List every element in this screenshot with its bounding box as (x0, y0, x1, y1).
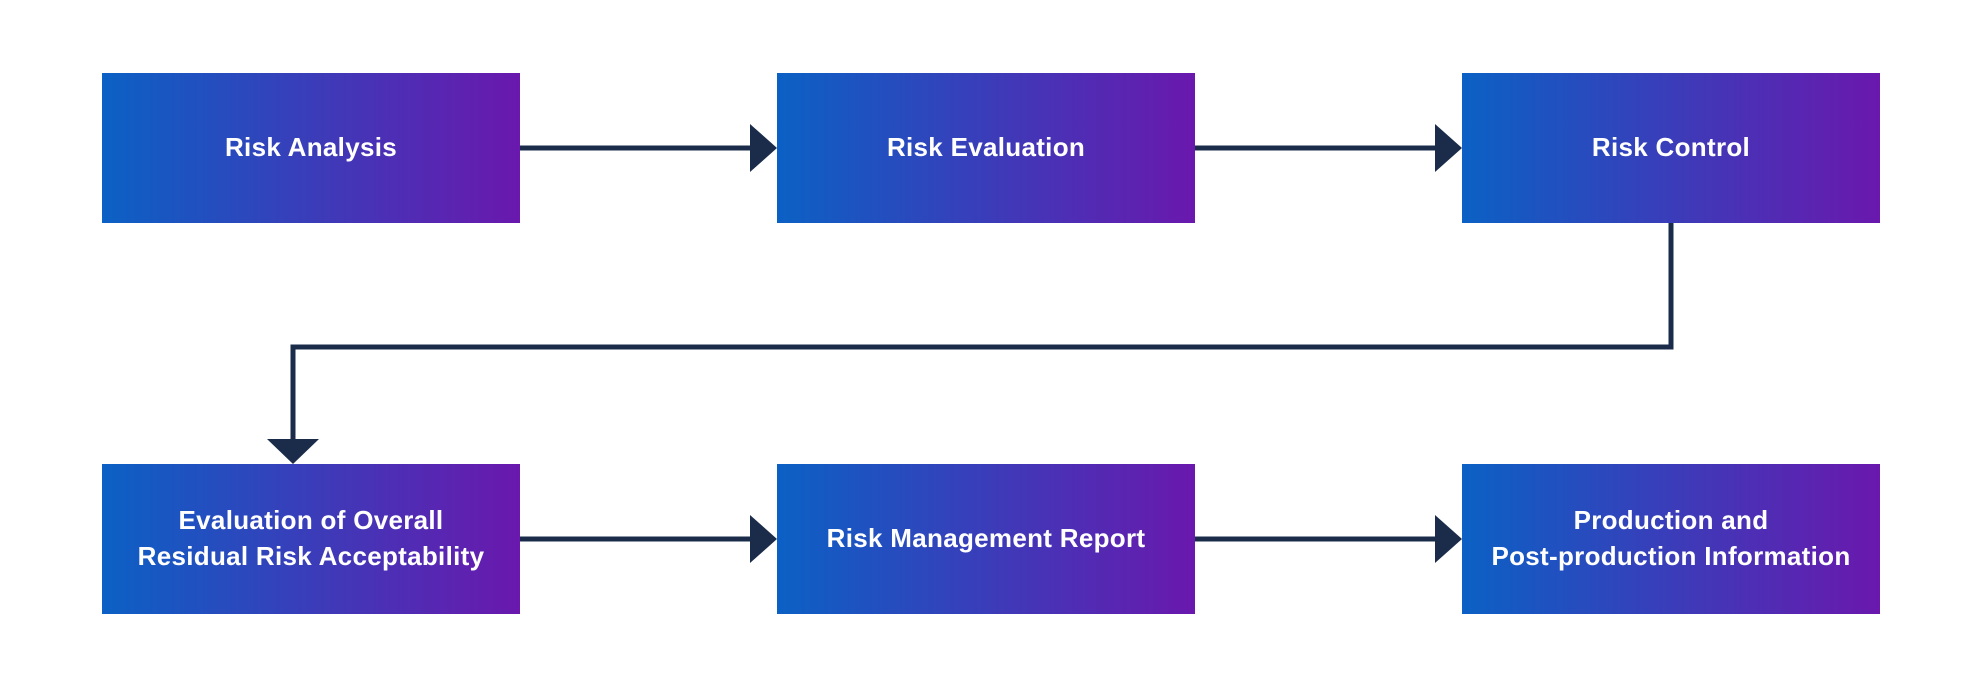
node-label-line2: Post-production Information (1491, 541, 1851, 571)
arrow-right-icon (750, 515, 777, 563)
node-label-line1: Production and (1573, 505, 1769, 536)
connector-risk-control-to-evaluation (267, 223, 1674, 464)
node-label-line2: Residual Risk Acceptability (137, 541, 485, 571)
arrow-down-icon (267, 439, 319, 464)
arrow-right-icon (1435, 515, 1462, 563)
connector-risk-management-report-to-production (1195, 515, 1462, 563)
node-label: Risk Control (1591, 132, 1751, 163)
connector-evaluation-to-risk-management-report (520, 515, 777, 563)
node-risk-evaluation: Risk Evaluation (777, 73, 1195, 223)
node-label: Risk Analysis (224, 132, 398, 163)
node-label: Risk Evaluation (886, 132, 1086, 163)
connector-risk-evaluation-to-risk-control (1195, 124, 1462, 172)
node-risk-control: Risk Control (1462, 73, 1880, 223)
connector-elbow-line (290, 223, 1674, 441)
node-production-and-post-production-information: Production and Post-production Informati… (1462, 464, 1880, 614)
node-risk-management-report: Risk Management Report (777, 464, 1195, 614)
arrow-right-icon (1435, 124, 1462, 172)
arrow-right-icon (750, 124, 777, 172)
node-risk-analysis: Risk Analysis (102, 73, 520, 223)
node-evaluation-of-overall-residual-risk-acceptability: Evaluation of Overall Residual Risk Acce… (102, 464, 520, 614)
connector-risk-analysis-to-risk-evaluation (520, 124, 777, 172)
node-label-line1: Evaluation of Overall (178, 505, 444, 536)
node-label: Risk Management Report (826, 523, 1146, 554)
